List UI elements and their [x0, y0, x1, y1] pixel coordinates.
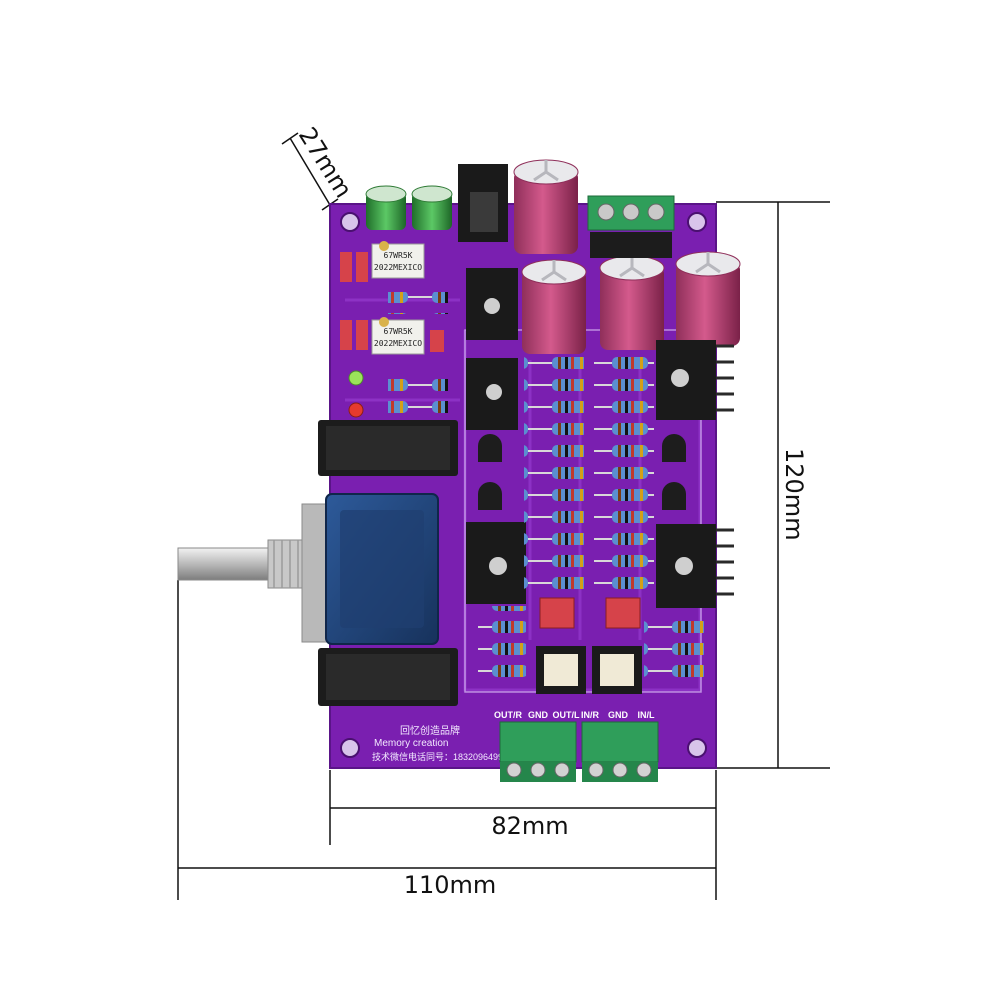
heatsink-upper-right: [656, 340, 734, 420]
dimension-total-width: 110mm: [177, 580, 717, 900]
trimmer-code-2: 2022MEXICO: [374, 339, 422, 348]
trimmer-label-2: 67WR5K: [384, 327, 413, 336]
terminal-in-gnd: GND: [608, 710, 629, 720]
input-terminal-block: IN/R GND IN/L: [581, 710, 659, 782]
dimension-depth: 27mm: [281, 122, 358, 211]
opamp-sockets: [536, 646, 642, 694]
heatsink-mid-left: [466, 268, 518, 340]
pink-capacitor: [521, 259, 587, 354]
terminal-in-l: IN/L: [638, 710, 656, 720]
trimmer-potentiometer-2: 67WR5K 2022MEXICO: [371, 317, 425, 355]
terminal-out-l: OUT/L: [553, 710, 580, 720]
pink-capacitor: [513, 159, 579, 254]
transistors: [478, 434, 686, 510]
black-block-lower: [318, 648, 458, 706]
dimension-height: 120mm: [716, 201, 830, 769]
terminal-out-r: OUT/R: [494, 710, 522, 720]
film-capacitors-left: [340, 252, 444, 352]
height-label: 120mm: [780, 448, 808, 541]
trimmer-potentiometer-1: 67WR5K 2022MEXICO: [371, 241, 425, 279]
pink-capacitor: [599, 255, 665, 350]
heatsink-lower-left: [466, 358, 518, 430]
terminal-in-r: IN/R: [581, 710, 600, 720]
silkscreen-branding: 回忆创造品牌 Memory creation 技术微信电话同号：18320964…: [372, 724, 508, 762]
green-capacitors: [365, 185, 453, 230]
board-width-label: 82mm: [491, 812, 568, 840]
resistors-left: [388, 292, 448, 420]
heatsink-lower-mid-left: [466, 522, 526, 604]
film-capacitors-center: [539, 597, 641, 629]
dimension-board-width: 82mm: [329, 770, 717, 845]
terminal-out-gnd: GND: [528, 710, 549, 720]
black-block-upper: [318, 420, 458, 476]
trimmer-code-1: 2022MEXICO: [374, 263, 422, 272]
brand-cn-text: 回忆创造品牌: [400, 724, 460, 737]
power-terminal-block: [587, 195, 675, 258]
trimmer-label-1: 67WR5K: [384, 251, 413, 260]
resistor-array: [478, 356, 704, 682]
depth-label: 27mm: [293, 122, 358, 202]
mounting-holes: [340, 212, 707, 758]
output-terminal-block: OUT/R GND OUT/L: [494, 710, 580, 782]
heatsink-upper-left: [458, 164, 508, 242]
pink-capacitors: [513, 159, 741, 354]
heatsink-lower-right: [656, 524, 734, 608]
contact-text: 技术微信电话同号：18320964995: [372, 751, 508, 762]
total-width-label: 110mm: [404, 871, 497, 899]
brand-en-text: Memory creation: [374, 738, 448, 749]
pink-capacitor: [675, 251, 741, 346]
volume-potentiometer: [177, 493, 439, 645]
led-indicators: [348, 370, 364, 418]
